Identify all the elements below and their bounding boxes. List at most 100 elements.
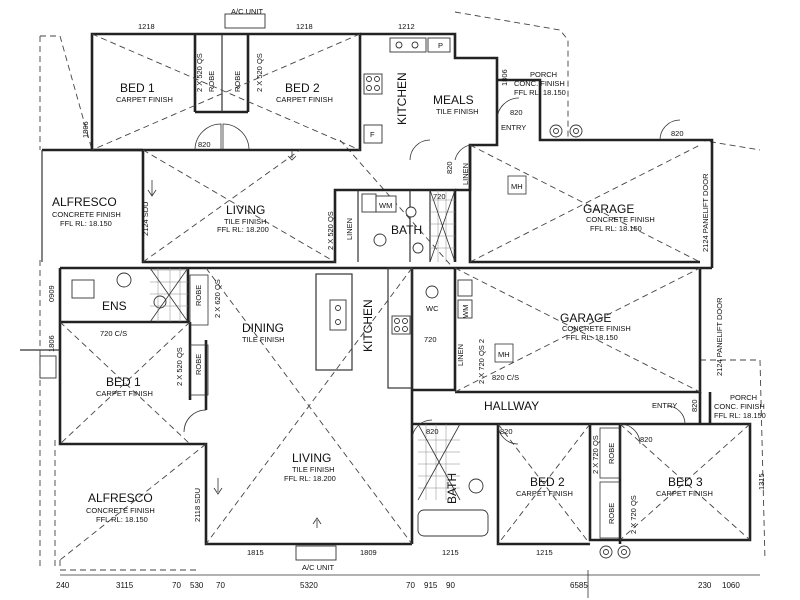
bed3-finish: CARPET FINISH	[656, 489, 713, 498]
alfresco-name-2: ALFRESCO	[88, 491, 153, 505]
dim-qs720a: 2 X 720 QS 2	[477, 339, 486, 384]
living-finish-2: TILE FINISH	[292, 465, 335, 474]
win-1215-a: 1215	[442, 548, 459, 557]
alfresco-finish-2: CONCRETE FINISH	[86, 506, 155, 515]
mh-label: MH	[511, 182, 523, 191]
bottom-dim-230: 230	[698, 581, 712, 590]
dim-cs820: 820 C/S	[492, 373, 519, 382]
sdu-label-2: 2118 SDU	[193, 488, 202, 522]
porch-rl: FFL RL: 18.150	[514, 88, 566, 97]
win-1809: 1809	[360, 548, 377, 557]
bottom-dim-90: 90	[446, 581, 455, 590]
door-820-b: 820	[510, 108, 523, 117]
wm-label-2: WM	[461, 305, 470, 318]
win-1815: 1815	[247, 548, 264, 557]
dim-720: 720	[424, 335, 437, 344]
dining-name: DINING	[242, 321, 284, 335]
bath-label-2: BATH	[445, 473, 459, 504]
living-rl: FFL RL: 18.200	[217, 225, 269, 234]
living-rl-2: FFL RL: 18.200	[284, 474, 336, 483]
garage-finish: CONCRETE FINISH	[586, 215, 655, 224]
dim-ens-cs: 720 C/S	[100, 329, 127, 338]
kitchen-label-2: KITCHEN	[361, 299, 375, 352]
bed1-name: BED 1	[106, 375, 141, 389]
dim-qs520: 2 X 520 QS	[175, 347, 184, 386]
room-bed1-name: BED 1	[120, 81, 155, 95]
unit-1-fixtures	[91, 33, 701, 263]
garage-finish-2: CONCRETE FINISH	[562, 324, 631, 333]
bed2-finish-2: CARPET FINISH	[516, 489, 573, 498]
ens-label: ENS	[102, 299, 127, 313]
door-820-a: 820	[198, 140, 211, 149]
entry-label: ENTRY	[501, 123, 526, 132]
dim-1315: 1315	[757, 473, 766, 490]
garage-rl: FFL RL: 18.150	[590, 224, 642, 233]
ac-unit-bottom: A/C UNIT	[302, 563, 335, 572]
sdu-label: 2124 SDU	[141, 201, 150, 236]
door-720: 720	[433, 192, 446, 201]
garage-name: GARAGE	[583, 202, 634, 216]
unit-2-labels: ENS BED 1 CARPET FINISH DINING TILE FINI…	[47, 279, 766, 572]
living-name: LIVING	[226, 203, 265, 217]
porch-finish-2: CONC. FINISH	[714, 402, 765, 411]
garage-rl-2: FFL RL: 18.150	[566, 333, 618, 342]
garage-name-2: GARAGE	[560, 311, 611, 325]
porch-name-2: PORCH	[730, 393, 757, 402]
bottom-dim-240: 240	[56, 581, 70, 590]
dining-finish: TILE FINISH	[242, 335, 285, 344]
porch-rl-2: FFL RL: 18.150	[714, 411, 766, 420]
dim-qs720c: 2 X 720 QS	[629, 495, 638, 534]
dim-top-1: 1218	[138, 22, 155, 31]
mh-label-2: MH	[498, 350, 510, 359]
meals-finish: TILE FINISH	[436, 107, 479, 116]
dim-top-2: 1218	[296, 22, 313, 31]
bottom-dim-6585: 6585	[570, 581, 588, 590]
door-820-c: 820	[671, 129, 684, 138]
bed2-name-2: BED 2	[530, 475, 565, 489]
bed1-finish: CARPET FINISH	[96, 389, 153, 398]
alfresco-finish: CONCRETE FINISH	[52, 210, 121, 219]
dim-top-3: 1212	[398, 22, 415, 31]
entry-label-2: ENTRY	[652, 401, 677, 410]
porch-width: 1806	[500, 69, 509, 86]
dim-0909: 0909	[47, 285, 56, 302]
unit-2-fixtures	[20, 267, 751, 561]
linen-label-2: LINEN	[461, 163, 470, 185]
robe-2-label: ROBE	[233, 71, 242, 92]
door-820-d: 820	[445, 161, 454, 174]
bottom-dim-70c: 70	[406, 581, 415, 590]
pantry-label: P	[438, 41, 443, 50]
bed3-name: BED 3	[668, 475, 703, 489]
dim-820-b: 820	[500, 427, 513, 436]
unit-1-labels: BED 1 CARPET FINISH BED 2 CARPET FINISH …	[52, 7, 710, 252]
site-boundary	[39, 11, 766, 571]
robe-bed1: ROBE	[194, 354, 203, 375]
porch-finish: CONC. FINISH	[514, 79, 565, 88]
panelift-label: 2124 PANELIFT DOOR	[701, 173, 710, 252]
bottom-dim-5320: 5320	[300, 581, 318, 590]
dim-1806: 1806	[47, 335, 56, 352]
alfresco-rl: FFL RL: 18.150	[60, 219, 112, 228]
bottom-dimensions: 240 3115 70 530 70 5320 70 915 90 6585 2…	[56, 570, 760, 598]
wm-label: WM	[379, 201, 392, 210]
robe-ens: ROBE	[194, 285, 203, 306]
fridge-label: F	[370, 130, 375, 139]
unit-1-walls	[41, 13, 714, 268]
robe-qs-2: 2 X 520 QS	[255, 53, 264, 92]
kitchen-label: KITCHEN	[395, 72, 409, 125]
linen-label-3: LINEN	[456, 344, 465, 366]
wc-label: WC	[426, 304, 439, 313]
bath-label: BATH	[391, 223, 422, 237]
dim-820-a: 820	[426, 427, 439, 436]
dim-820-d: 820	[690, 399, 699, 412]
living-finish: TILE FINISH	[224, 217, 267, 226]
win-1215-b: 1215	[536, 548, 553, 557]
living-name-2: LIVING	[292, 451, 331, 465]
room-bed2-finish: CARPET FINISH	[276, 95, 333, 104]
meals-name: MEALS	[433, 93, 474, 107]
dim-wall-left: 1806	[81, 121, 90, 138]
robe-1-label: ROBE	[207, 71, 216, 92]
bottom-dim-3115: 3115	[116, 581, 134, 590]
dim-qs720b: 2 X 720 QS	[591, 435, 600, 474]
